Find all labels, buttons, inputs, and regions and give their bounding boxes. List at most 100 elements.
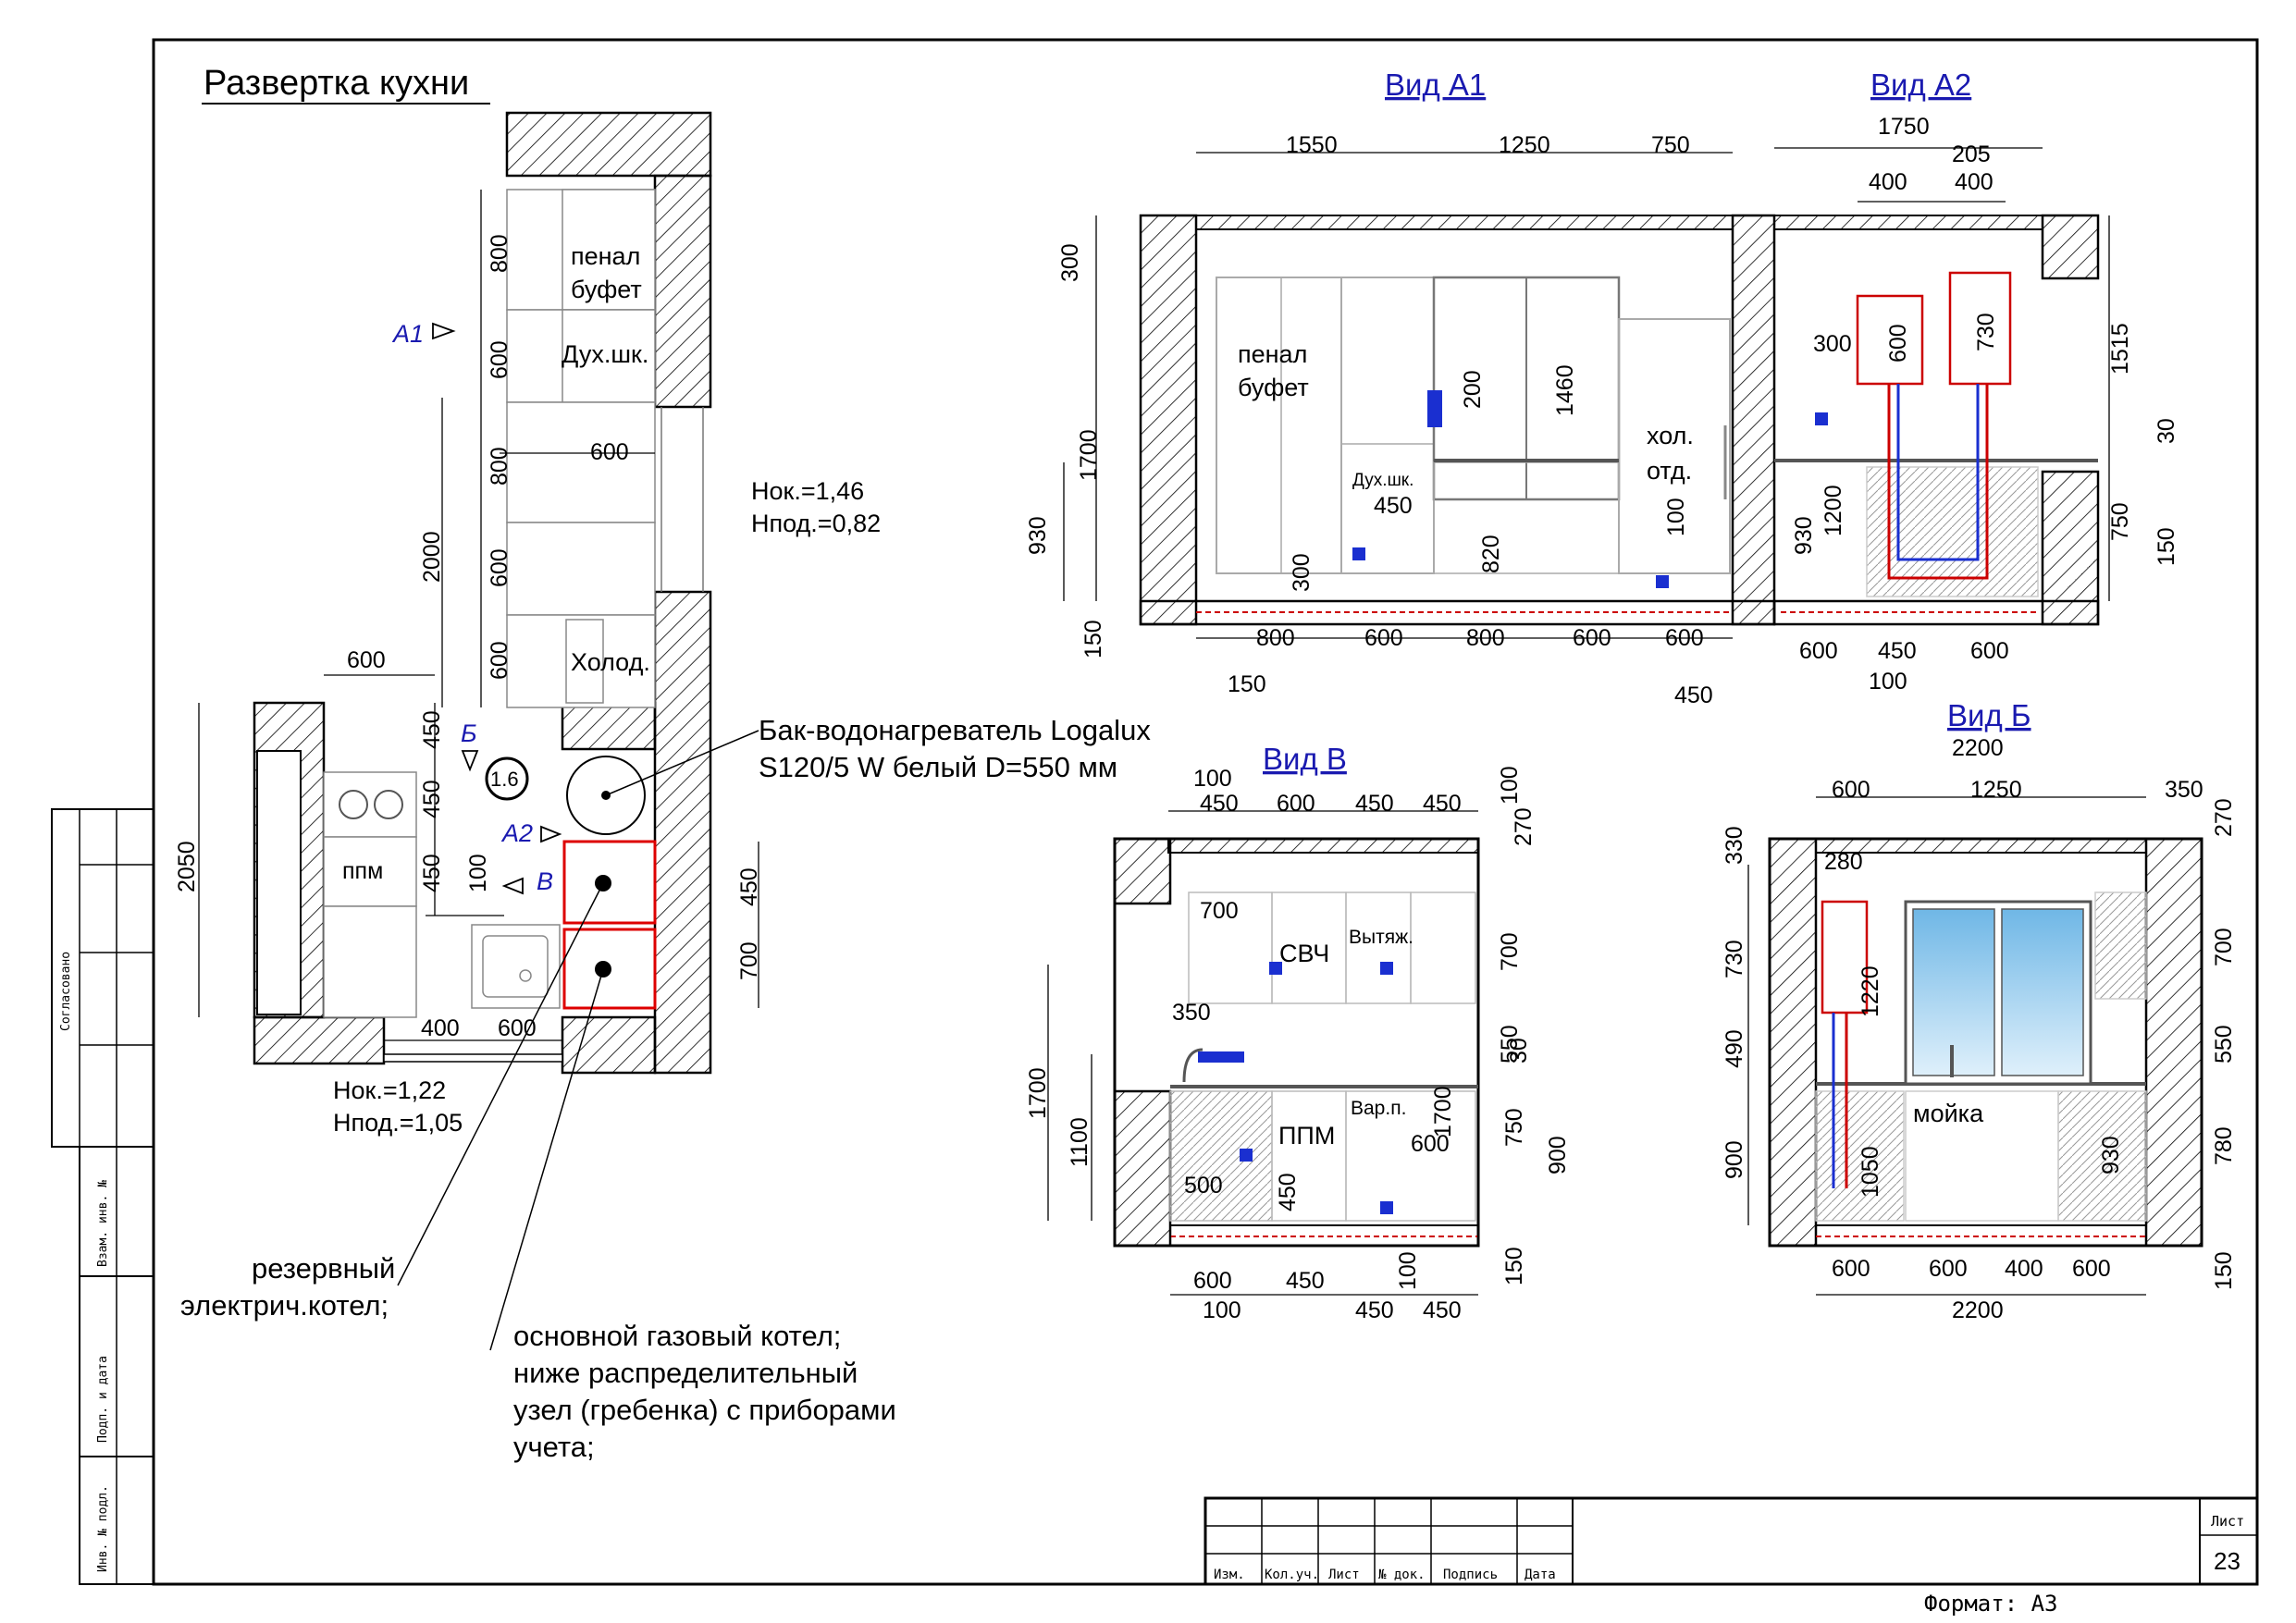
view-b-elevation xyxy=(1747,796,2203,1296)
view-a1-dim-inner: 200 xyxy=(1460,370,1486,409)
view-v-dim-inner: 500 xyxy=(1184,1173,1223,1199)
sheet-number: 23 xyxy=(2214,1547,2240,1575)
gas-boiler-note-3: узел (гребенка) с приборами xyxy=(513,1394,896,1426)
view-v-label-hood: Вытяж. xyxy=(1349,927,1413,948)
gas-boiler-note-1: основной газовый котел; xyxy=(513,1320,841,1352)
plan-dim: 600 xyxy=(498,1015,537,1041)
view-v-dim-right: 100 xyxy=(1497,766,1523,805)
sheet-frame xyxy=(51,38,2259,1586)
plan-dim: 450 xyxy=(736,867,762,906)
view-b-dim-bottom: 600 xyxy=(2072,1256,2111,1282)
view-b-dim-bottom: 2200 xyxy=(1952,1297,2004,1323)
tb-col-sign: Подпись xyxy=(1443,1568,1498,1582)
view-a1-dim-bottom: 450 xyxy=(1674,682,1713,708)
view-v-dim-right: 150 xyxy=(1501,1247,1527,1285)
view-a2-title: Вид А2 xyxy=(1870,68,1971,102)
view-v-dim-right: 30 xyxy=(1506,1038,1532,1064)
view-v-dim-inner: 350 xyxy=(1172,1000,1211,1026)
view-a1-dim-bottom: 600 xyxy=(1665,625,1704,651)
tb-col-izm: Изм. xyxy=(1214,1568,1245,1582)
electric-boiler-plan xyxy=(562,840,657,925)
view-a2-dim-right: 150 xyxy=(2154,527,2179,566)
plan-dim: 600 xyxy=(487,641,512,680)
view-v-dim-inner: 700 xyxy=(1200,898,1239,924)
side-col-3: Инв. № подл. xyxy=(96,1485,110,1572)
view-b-dim-bottom: 600 xyxy=(1929,1256,1968,1282)
view-v-dim-right: 700 xyxy=(1497,932,1523,971)
plan-dim: 800 xyxy=(487,234,512,273)
view-v-dim-bottom: 450 xyxy=(1423,1297,1462,1323)
view-v-elevation xyxy=(1047,810,1480,1296)
view-b-dim-inner: 1050 xyxy=(1858,1146,1883,1198)
plan-view-b: Б xyxy=(461,719,477,747)
view-a1-elevation xyxy=(1063,152,1776,639)
sheet-label: Лист xyxy=(2211,1513,2244,1530)
view-a2-dim-inner: 1200 xyxy=(1821,485,1846,536)
plan-dim: 800 xyxy=(487,447,512,486)
view-a2-elevation xyxy=(1772,147,2110,626)
view-b-dim-right: 780 xyxy=(2211,1126,2237,1165)
view-v-dim-left: 1100 xyxy=(1067,1117,1092,1167)
electric-boiler-b xyxy=(1821,900,1869,1014)
view-v-dim-right: 750 xyxy=(1501,1108,1527,1147)
kitchen-plan xyxy=(198,111,759,1351)
view-a1-dim-left: 1700 xyxy=(1076,429,1102,481)
view-v-dim-top: 100 xyxy=(1193,766,1232,792)
view-a1-title: Вид А1 xyxy=(1385,68,1486,102)
view-b-dim-right: 550 xyxy=(2211,1025,2237,1064)
view-b-dim-top: 280 xyxy=(1824,849,1863,875)
view-a2-dim-bottom: 600 xyxy=(1970,638,2009,664)
view-b-dim-top: 1250 xyxy=(1970,777,2022,803)
plan-view-a1: А1 xyxy=(391,320,424,348)
plan-circle-mark: 1.6 xyxy=(490,768,519,791)
plan-label-penal: пенал xyxy=(571,242,640,270)
view-a2-dim-bottom: 450 xyxy=(1878,638,1917,664)
view-a1-dim-left: 930 xyxy=(1025,516,1051,555)
plan-heights-top-2: Нпод.=0,82 xyxy=(751,510,881,537)
view-a1-label-fridge-2: отд. xyxy=(1647,457,1692,485)
tank-note-2: S120/5 W белый D=550 мм xyxy=(759,751,1117,783)
view-v-dim-left: 1700 xyxy=(1025,1067,1051,1119)
gas-boiler-note-2: ниже распределительный xyxy=(513,1357,858,1389)
view-a1-dim-inner: 820 xyxy=(1478,535,1504,573)
view-v-dim-top: 450 xyxy=(1200,791,1239,817)
view-a1-label-oven: Дух.шк. xyxy=(1352,471,1413,490)
tank-note-1: Бак-водонагреватель Logalux xyxy=(759,714,1151,746)
view-b-dim-right: 700 xyxy=(2211,928,2237,966)
plan-dim: 450 xyxy=(419,710,445,749)
view-v-title: Вид В xyxy=(1263,742,1347,776)
view-a1-dim-inner: 1460 xyxy=(1552,364,1578,416)
view-v-dim-inner: 450 xyxy=(1275,1173,1301,1211)
plan-dim: 600 xyxy=(487,548,512,587)
electric-boiler-note-1: резервный xyxy=(252,1252,395,1285)
plan-dim: 600 xyxy=(347,647,386,673)
view-a1-dim-inner: 450 xyxy=(1374,493,1413,519)
view-b-dim-top: 600 xyxy=(1832,777,1870,803)
view-a1-dim-top: 1250 xyxy=(1499,132,1550,158)
view-b-title: Вид Б xyxy=(1947,698,2031,732)
view-v-dim-inner: 1700 xyxy=(1430,1086,1456,1137)
view-a1-dim-inner: 300 xyxy=(1289,553,1315,592)
view-v-dim-bottom: 600 xyxy=(1193,1268,1232,1294)
view-a2-dim-inner: 930 xyxy=(1791,516,1817,555)
view-a2-dim-right: 30 xyxy=(2154,418,2179,444)
view-a2-dim-bottom: 600 xyxy=(1799,638,1838,664)
view-a1-dim-top: 750 xyxy=(1651,132,1690,158)
view-v-label-dishwasher: ППМ xyxy=(1278,1122,1335,1150)
view-a1-label-penal: пенал xyxy=(1238,340,1307,368)
view-a2-dim-right: 750 xyxy=(2107,502,2133,541)
view-b-dim-top: 350 xyxy=(2165,777,2203,803)
view-v-dim-inner: 600 xyxy=(1411,1131,1450,1157)
side-col-2: Подп. и дата xyxy=(96,1356,110,1443)
view-b-dim-top: 2200 xyxy=(1952,735,2004,761)
gas-boiler-plan xyxy=(562,928,657,1010)
gas-boiler-a2 xyxy=(1948,271,2012,386)
view-v-dim-inner: 100 xyxy=(1395,1251,1421,1290)
view-v-dim-top: 450 xyxy=(1355,791,1394,817)
tb-col-koluch: Кол.уч. xyxy=(1265,1568,1319,1582)
view-v-dim-right: 550 xyxy=(1497,1025,1523,1064)
view-a2-dim-bottom: 100 xyxy=(1869,669,1907,695)
view-a2-dim-top: 400 xyxy=(1955,169,1994,195)
tb-col-list: Лист xyxy=(1328,1568,1360,1582)
